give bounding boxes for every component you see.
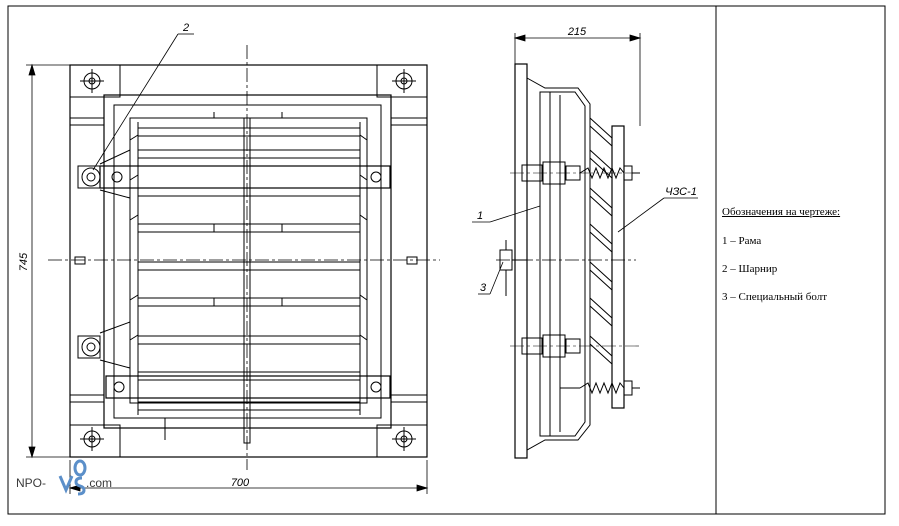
legend-panel: Обозначения на чертеже: 1 – Рама 2 – Шар… <box>722 206 892 319</box>
legend-item-frame: 1 – Рама <box>722 235 762 247</box>
legend-item-hinge: 2 – Шарнир <box>722 263 778 275</box>
dimension-height-label: 745 <box>18 252 30 271</box>
hinge-upper <box>77 149 131 199</box>
legend-item-special-bolt: 3 – Специальный болт <box>722 291 828 303</box>
louvre-blades <box>137 127 361 411</box>
callout-hinge-label: 2 <box>182 22 189 34</box>
sheet-border <box>7 5 886 515</box>
watermark-prefix: NPO- <box>16 476 46 490</box>
hinge-lower <box>77 321 131 369</box>
side-blades <box>589 117 613 365</box>
front-dimensions <box>26 33 429 494</box>
callout-grade-label: ЧЗС-1 <box>665 186 697 198</box>
callout-bolt-label: 3 <box>480 282 487 294</box>
watermark-logo-icon <box>58 459 87 496</box>
dimension-depth-label: 215 <box>567 26 587 38</box>
side-dimensions <box>472 33 698 295</box>
watermark-suffix: .com <box>86 476 113 490</box>
callout-frame-label: 1 <box>477 210 483 222</box>
side-view <box>496 63 640 459</box>
corner-bolts <box>80 69 416 451</box>
legend-title: Обозначения на чертеже: <box>722 206 841 218</box>
dimension-width-label: 700 <box>231 477 250 489</box>
watermark: NPO- .com <box>16 468 126 498</box>
front-view <box>48 45 440 470</box>
